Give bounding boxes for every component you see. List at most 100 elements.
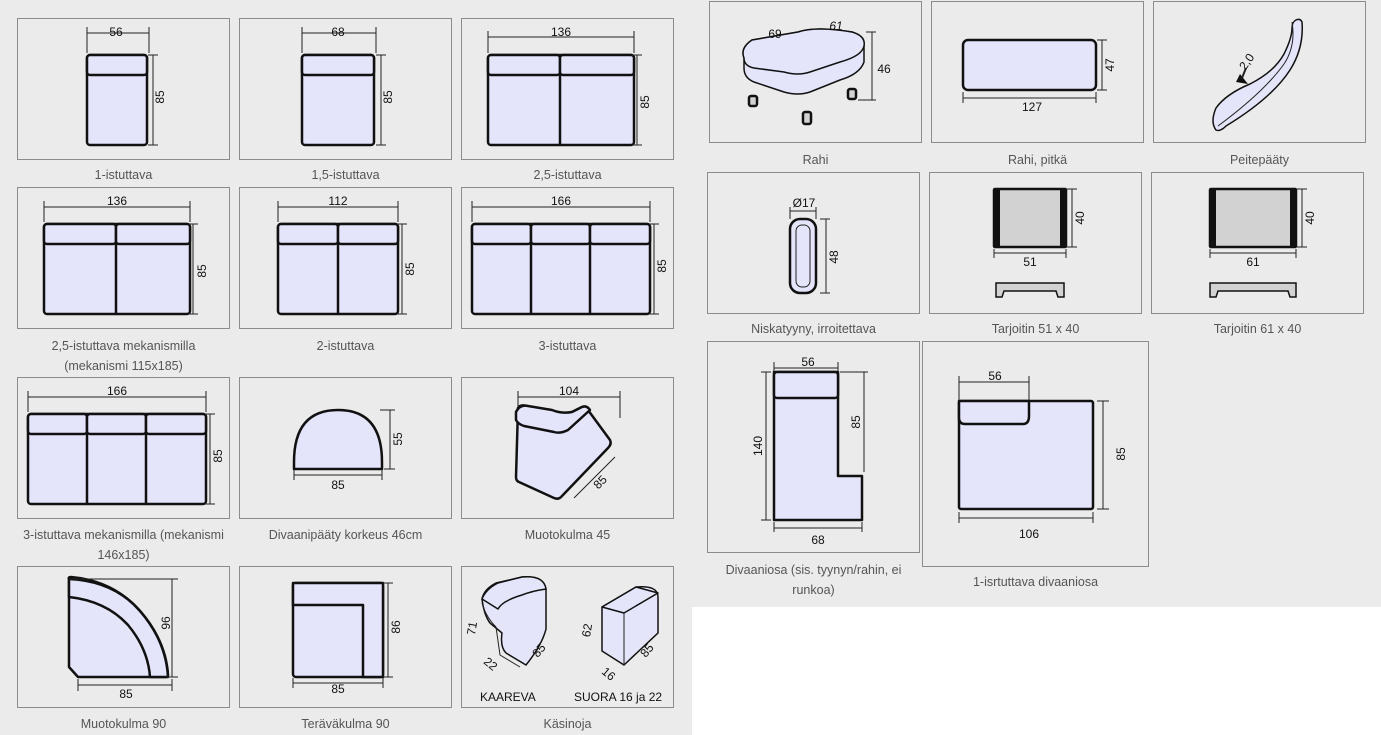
product-tile-corner-90[interactable]: 96 85	[17, 566, 230, 708]
caption-tray-61: Tarjoitin 61 x 40	[1213, 322, 1302, 336]
dim-diameter: Ø17	[793, 196, 816, 210]
cushion-middle	[85, 412, 148, 436]
dim-depth: 85	[1114, 447, 1128, 461]
dim-depth: 85	[590, 472, 610, 492]
dim-depth: 85	[153, 90, 167, 104]
cushion-right	[588, 222, 652, 246]
caption-2-seater: 2-istuttava	[316, 339, 375, 353]
cushion-right	[336, 222, 400, 246]
caption-corner-45: Muotokulma 45	[524, 528, 611, 542]
product-tile-1-5-seater[interactable]: 68 85	[239, 18, 452, 160]
product-tile-armrest[interactable]: 71 22 85 KAAREVA 62 16 85 SUORA 16 ja 22	[461, 566, 674, 708]
product-tile-long-ottoman[interactable]: 47 127	[931, 1, 1144, 143]
product-tile-2-5-seater-mechanism[interactable]: 136 85	[17, 187, 230, 329]
caption-3-seater-mechanism: 3-istuttava mekanismilla (mekanismi 146x…	[23, 528, 224, 562]
product-tile-cover-end[interactable]: 2,0	[1153, 1, 1366, 143]
dim-height: 55	[391, 432, 405, 446]
caption-3-seater: 3-istuttava	[538, 339, 597, 353]
caption-cover-end: Peitepääty	[1229, 153, 1290, 167]
arrow-icon	[1236, 74, 1248, 84]
long-ottoman-shape	[961, 38, 1098, 92]
product-tile-3-seater-mechanism[interactable]: 166 85	[17, 377, 230, 519]
backrest	[300, 53, 376, 77]
dim-height: 46	[877, 62, 891, 76]
dim-depth: 40	[1073, 211, 1087, 225]
dim-depth: 85	[195, 264, 209, 278]
product-tile-2-seater[interactable]: 112 85	[239, 187, 452, 329]
dim-depth: 61	[829, 19, 842, 33]
caption-armrest: Käsinoja	[543, 717, 592, 731]
dim-height: 48	[827, 250, 841, 264]
dim-width: 69	[768, 27, 782, 41]
divan-pillow	[772, 370, 840, 400]
neck-pillow-shape	[788, 217, 818, 295]
caption-2-5-seater-mechanism: 2,5-istuttava mekanismilla (mekanismi 11…	[51, 339, 196, 373]
dim-depth: 96	[159, 616, 173, 630]
ottoman-leg	[801, 110, 813, 126]
product-tile-corner-45[interactable]: 104 85	[461, 377, 674, 519]
caption-divan-section: Divaaniosa (sis. tyynyn/rahin, ei runkoa…	[725, 563, 902, 597]
dim-width: 136	[551, 25, 571, 39]
caption-neck-pillow: Niskatyyny, irroitettava	[751, 322, 876, 336]
label-kaareva: KAAREVA	[480, 690, 536, 704]
dim-width: 85	[119, 687, 133, 701]
caption-1-5-seater: 1,5-istuttava	[311, 168, 380, 182]
dim-depth: 85	[638, 95, 652, 109]
caption-1-seater: 1-istuttava	[94, 168, 153, 182]
product-tile-1-seater-divan[interactable]: 56 85 106	[922, 341, 1149, 567]
tray-profile	[995, 282, 1065, 298]
tray-profile	[1209, 282, 1297, 298]
cushion-left	[42, 222, 118, 246]
caption-corner-90: Muotokulma 90	[80, 717, 167, 731]
caption-ottoman: Rahi	[802, 153, 829, 167]
cushion-left	[276, 222, 340, 246]
caption-long-ottoman: Rahi, pitkä	[1007, 153, 1068, 167]
product-tile-ottoman[interactable]: 69 61 46	[709, 1, 922, 143]
product-tile-1-seater[interactable]: 56 85	[17, 18, 230, 160]
dim-depth: 85	[403, 262, 417, 276]
dim-pillow-width: 56	[988, 369, 1002, 383]
dim-depth: 40	[1303, 211, 1317, 225]
product-tile-divan-section[interactable]: 56 140 85 68	[707, 341, 920, 553]
dim-depth: 85	[655, 259, 669, 273]
product-tile-tray-51[interactable]: 40 51	[929, 172, 1142, 314]
dim-depth: 85	[849, 415, 863, 429]
product-tile-sharp-corner-90[interactable]: 86 85	[239, 566, 452, 708]
dim-width: 85	[331, 478, 345, 492]
dim-suora-width: 16	[599, 664, 618, 684]
dim-depth: 85	[211, 449, 225, 463]
cushion-middle	[529, 222, 592, 246]
dim-width: 106	[1019, 527, 1039, 541]
dim-width: 68	[811, 533, 825, 547]
product-tile-tray-61[interactable]: 40 61	[1151, 172, 1364, 314]
dim-width: 136	[107, 194, 127, 208]
dim-suora-height: 62	[579, 622, 595, 638]
product-tile-3-seater[interactable]: 166 85	[461, 187, 674, 329]
dim-width: 51	[1023, 255, 1037, 269]
cover-end-shape	[1212, 18, 1303, 132]
cushion-right	[558, 53, 636, 77]
cushion-left	[470, 222, 533, 246]
dim-width: 104	[559, 384, 579, 398]
backrest	[85, 53, 149, 77]
dim-kaareva-width: 22	[481, 654, 500, 674]
dim-depth: 86	[389, 620, 403, 634]
product-tile-2-5-seater[interactable]: 136 85	[461, 18, 674, 160]
dim-width: 56	[109, 25, 123, 39]
dim-width: 127	[1022, 100, 1042, 114]
dim-depth: 85	[381, 90, 395, 104]
product-tile-neck-pillow[interactable]: Ø17 48	[707, 172, 920, 314]
ottoman-leg	[747, 94, 759, 108]
tray-top	[1208, 187, 1298, 249]
dim-width: 166	[551, 194, 571, 208]
cushion-left	[26, 412, 89, 436]
caption-tray-51: Tarjoitin 51 x 40	[991, 322, 1080, 336]
caption-2-5-seater: 2,5-istuttava	[533, 168, 602, 182]
dim-width: 112	[328, 194, 347, 208]
dim-pillow-width: 56	[801, 355, 815, 369]
product-tile-divan-end[interactable]: 55 85	[239, 377, 452, 519]
caption-divan-end: Divaanipääty korkeus 46cm	[268, 528, 423, 542]
divan-end-shape	[292, 408, 384, 471]
label-suora: SUORA 16 ja 22	[574, 690, 662, 704]
dim-length: 140	[751, 436, 765, 456]
